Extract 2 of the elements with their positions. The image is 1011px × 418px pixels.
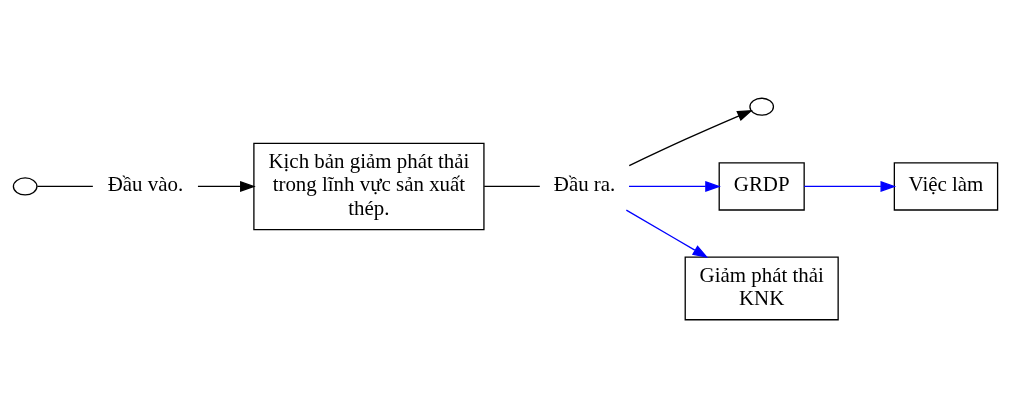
node-text: Đầu vào.: [107, 172, 184, 197]
node-text: Đầu ra.: [553, 172, 616, 197]
